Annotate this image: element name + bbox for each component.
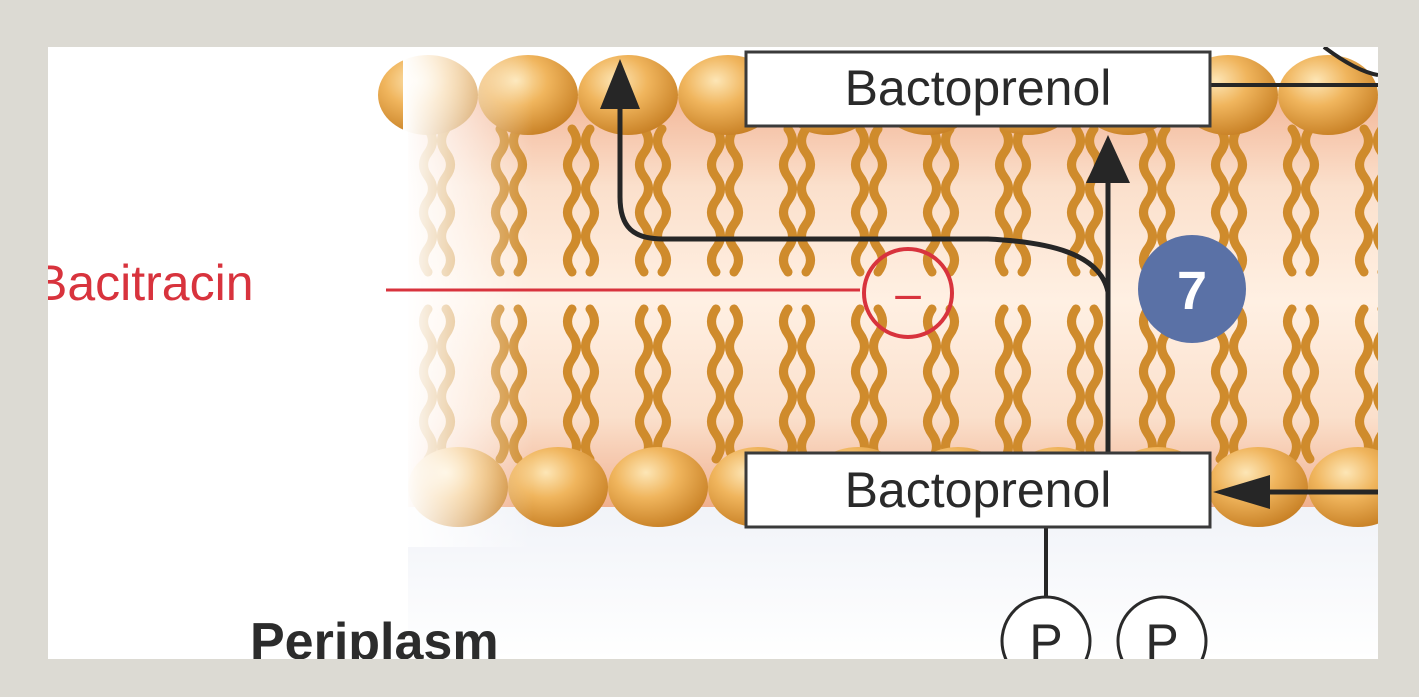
lipid-tail xyxy=(1018,309,1027,459)
lipid-head xyxy=(608,447,708,527)
lipid-tail xyxy=(1090,309,1099,459)
phosphate-1-label: P xyxy=(1029,614,1062,659)
lipid-tail xyxy=(1360,129,1369,272)
lipid-tail xyxy=(1288,309,1297,459)
step-number: 7 xyxy=(1177,261,1207,321)
lipid-tail xyxy=(1288,129,1297,272)
lipid-tail xyxy=(730,129,739,272)
lipid-tail xyxy=(874,129,883,272)
lipid-tail xyxy=(1234,129,1243,272)
lipid-head xyxy=(1278,55,1378,135)
phosphate-2-label: P xyxy=(1145,614,1178,659)
lipid-tail xyxy=(928,129,937,272)
lipid-tail xyxy=(730,309,739,459)
lipid-tail xyxy=(802,309,811,459)
lipid-tail xyxy=(946,309,955,459)
inhibition-symbol: – xyxy=(895,267,921,319)
bacitracin-label: Bacitracin xyxy=(48,255,254,311)
lipid-tail xyxy=(1234,309,1243,459)
lipid-tail xyxy=(1144,129,1153,272)
lipid-tail xyxy=(1144,309,1153,459)
lipid-tail xyxy=(1000,129,1009,272)
lipid-tail xyxy=(784,309,793,459)
bactoprenol-top-label: Bactoprenol xyxy=(845,60,1112,116)
bactoprenol-bottom-label: Bactoprenol xyxy=(845,462,1112,518)
lipid-tail xyxy=(712,129,721,272)
lipid-tail xyxy=(784,129,793,272)
lipid-tail xyxy=(1360,309,1369,459)
lipid-tail xyxy=(712,309,721,459)
lipid-tail xyxy=(856,129,865,272)
lipid-tail xyxy=(658,129,667,272)
lipid-tail xyxy=(1090,129,1099,272)
periplasm-region xyxy=(408,507,1378,659)
lipid-tail xyxy=(874,309,883,459)
lipid-tail xyxy=(586,309,595,459)
lipid-tail xyxy=(640,309,649,459)
lipid-tail xyxy=(658,309,667,459)
lipid-tail xyxy=(856,309,865,459)
diagram-canvas: Bactoprenol Bactoprenol Bacitracin – 7 P… xyxy=(48,47,1378,659)
lipid-tail xyxy=(1000,309,1009,459)
lipid-tail xyxy=(640,129,649,272)
periplasm-label: Periplasm xyxy=(250,613,499,659)
lipid-tail xyxy=(568,309,577,459)
lipid-tail xyxy=(586,129,595,272)
lipid-tail xyxy=(1018,129,1027,272)
membrane-fade xyxy=(403,47,533,547)
membrane-diagram: Bactoprenol Bactoprenol Bacitracin – 7 P… xyxy=(48,47,1378,659)
lipid-tail xyxy=(1072,129,1081,272)
lipid-tail xyxy=(802,129,811,272)
lipid-tail xyxy=(1306,129,1315,272)
lipid-tail xyxy=(946,129,955,272)
lipid-tail xyxy=(568,129,577,272)
lipid-tail xyxy=(1306,309,1315,459)
lipid-tail xyxy=(1072,309,1081,459)
